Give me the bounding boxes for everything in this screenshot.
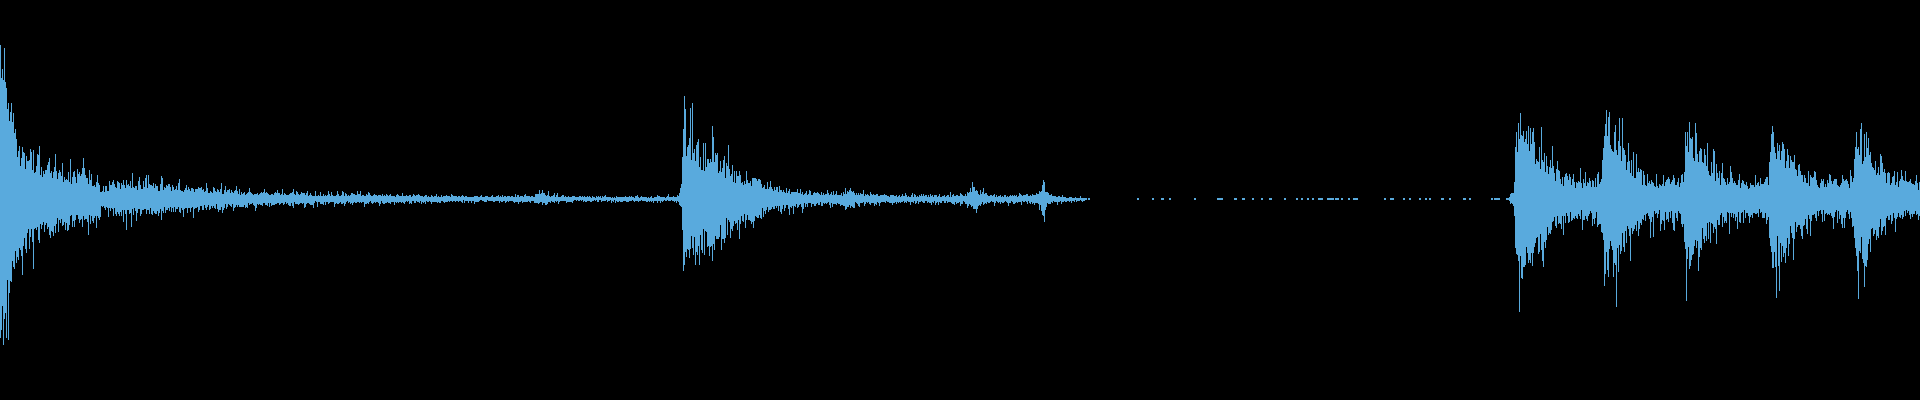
- page-background: { "chart_data": { "type": "area", "subty…: [0, 0, 1920, 400]
- audio-waveform-panel: [0, 0, 1920, 400]
- waveform-canvas: [0, 0, 1920, 400]
